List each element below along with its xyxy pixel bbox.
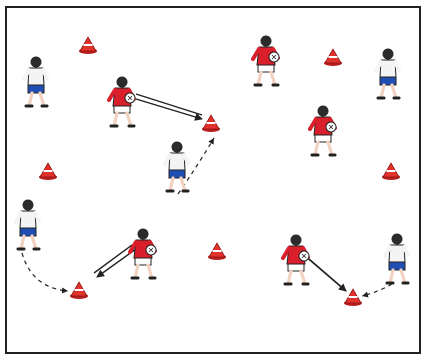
training-cone-icon xyxy=(79,37,97,54)
red-player-icon xyxy=(109,77,135,127)
training-cone-icon xyxy=(382,163,400,180)
red-player-icon xyxy=(253,36,279,86)
training-cone-icon xyxy=(324,49,342,66)
white-player-icon xyxy=(16,200,39,250)
run-arrow xyxy=(22,253,68,291)
red-player-icon xyxy=(130,229,156,279)
training-cone-icon xyxy=(344,289,362,306)
red-player-icon xyxy=(310,106,336,156)
run-arrow xyxy=(362,284,392,296)
training-cone-icon xyxy=(70,282,88,299)
pass-arrow xyxy=(303,254,346,291)
red-player-icon xyxy=(283,235,309,285)
training-cone-icon xyxy=(39,163,57,180)
white-player-icon xyxy=(376,49,399,99)
white-player-icon xyxy=(24,57,47,107)
pass-arrow xyxy=(136,94,202,119)
training-cone-icon xyxy=(202,115,220,132)
white-player-icon xyxy=(385,234,408,284)
training-cone-icon xyxy=(208,243,226,260)
white-player-icon xyxy=(165,142,188,192)
